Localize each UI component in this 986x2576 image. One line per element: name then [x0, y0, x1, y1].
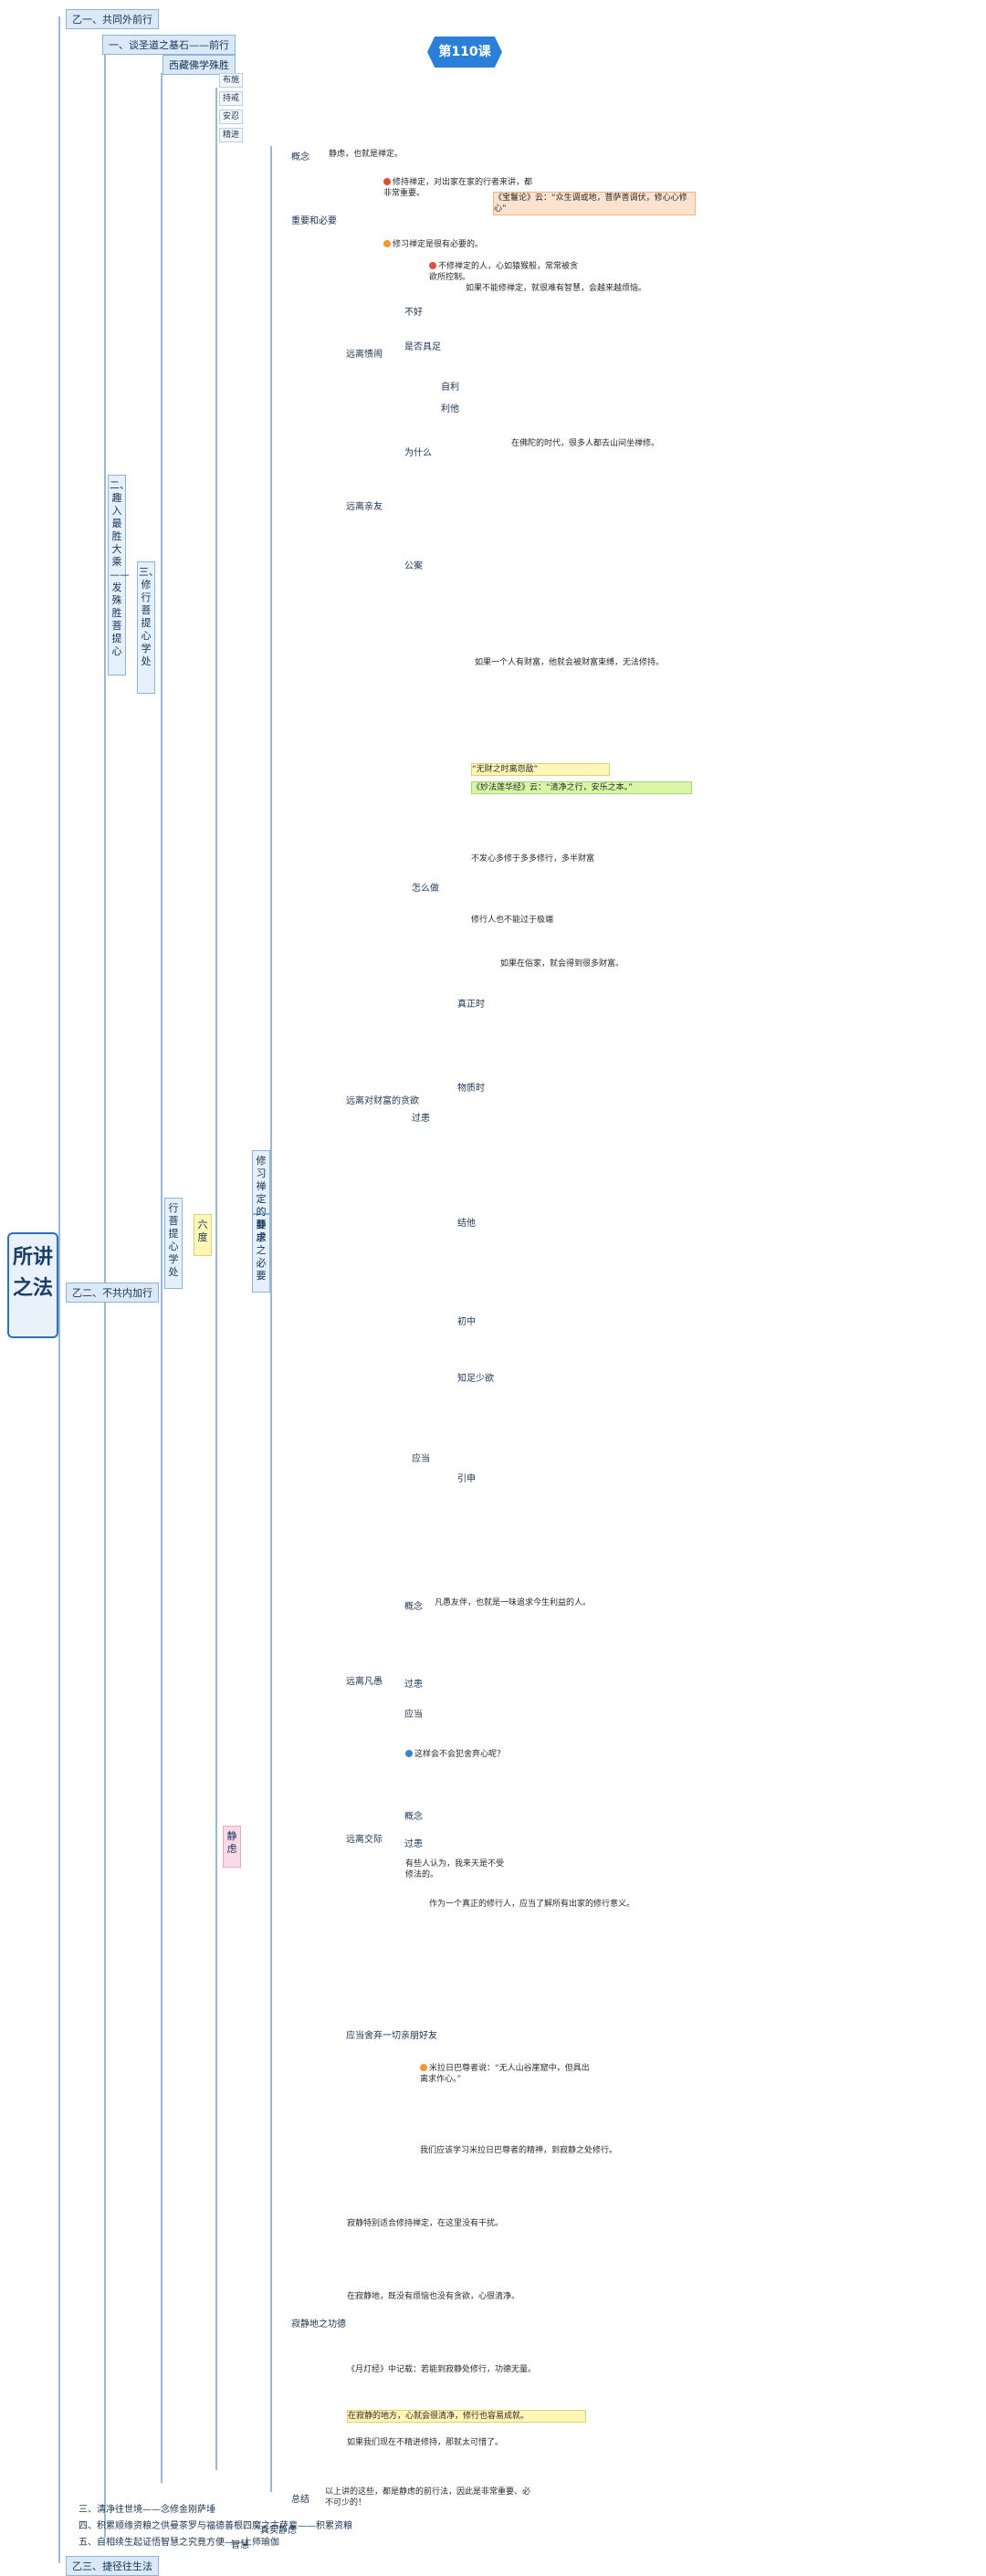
- note-38: 寂静特别适合修持禅定，在这里没有干扰。: [347, 2219, 504, 2228]
- item-giving[interactable]: 布施: [219, 73, 244, 88]
- note-24[interactable]: 引申: [457, 1474, 476, 1484]
- lesson-title: 第110课: [427, 37, 502, 68]
- branch-importance[interactable]: 重要和必要: [291, 216, 337, 226]
- note-2: 《宝鬘论》云：“众生调或地，菩萨善调伏，修心心修心”: [493, 192, 696, 215]
- note-28: 凡愚友伴，也就是一味追求今生利益的人。: [435, 1598, 592, 1607]
- item-discipline[interactable]: 持戒: [219, 91, 244, 106]
- spine-line-5: [270, 146, 272, 2492]
- red-dot-icon-2: [429, 262, 436, 269]
- note-41: 在寂静的地方，心就会很清净，修行也容易成就。: [347, 2410, 586, 2423]
- item-patience[interactable]: 安忍: [219, 110, 244, 124]
- branch-how[interactable]: 怎么做: [412, 884, 439, 894]
- note-10[interactable]: 为什么: [404, 448, 432, 458]
- note-31: 这样会不会犯舍弃心呢？: [405, 1749, 561, 1760]
- note-13: 如果一个人有财富，他就会被财富束缚，无法修持。: [475, 658, 665, 667]
- note-22: 如果在俗家，就会得到很多财富。: [500, 959, 624, 969]
- note-40: 《月灯经》中记载：若能到寂静处修行，功德无量。: [347, 2365, 537, 2374]
- note-5: 如果不能修禅定，就很难有智慧，会越来越烦恼。: [466, 284, 647, 293]
- branch-avoid-socializing[interactable]: 远离交际: [346, 1835, 383, 1845]
- note-16: 不发心多修于多多修行，多半财富: [471, 854, 595, 864]
- note-11[interactable]: 公案: [404, 561, 423, 571]
- section-foundation[interactable]: 一、谈圣道之基石——前行: [102, 35, 236, 55]
- section-tibet-buddhism[interactable]: 西藏佛学殊胜: [163, 55, 236, 75]
- red-dot-icon: [383, 178, 391, 185]
- vertical-meditation[interactable]: 静虑: [223, 1826, 241, 1868]
- spine-line-3: [161, 73, 163, 2483]
- note-37: 我们应该学习米拉日巴尊者的精神，到寂静之处修行。: [420, 2146, 618, 2155]
- note-8[interactable]: 自利: [441, 382, 459, 393]
- bottom-item-2[interactable]: 四、积累顺缘资粮之供曼茶罗与福德善根四魔之古萨辈——积累资粮: [79, 2521, 352, 2531]
- note-32[interactable]: 概念: [404, 1812, 423, 1822]
- vertical-bodhicitta[interactable]: 二、趣入最胜大乘——发殊胜菩提心: [108, 475, 130, 675]
- note-12: 在佛陀的时代，很多人都去山间坐禅修。: [511, 439, 660, 448]
- item-diligence[interactable]: 精进: [219, 128, 244, 142]
- vertical-bodhicitta-study[interactable]: 行菩提心学处: [164, 1198, 183, 1289]
- branch-concept[interactable]: 概念: [291, 152, 309, 162]
- note-20[interactable]: 物质时: [457, 1084, 485, 1094]
- note-25[interactable]: 初中: [457, 1317, 476, 1327]
- vertical-requirements[interactable]: 修习禅定的要求: [252, 1150, 270, 1243]
- branch-avoid-relatives[interactable]: 远离亲友: [346, 502, 383, 512]
- note-36: 米拉日巴尊者说：“无人山谷崖窟中，但具出离求作心。”: [420, 2064, 590, 2084]
- section-inner[interactable]: 乙二、不共内加行: [66, 1283, 159, 1303]
- branch-avoid-fools[interactable]: 远离凡愚: [346, 1677, 383, 1687]
- note-3: 修习禅定是很有必要的。: [383, 239, 539, 250]
- note-26[interactable]: 知足少欲: [457, 1374, 494, 1384]
- branch-wisdom[interactable]: 智慧: [231, 2540, 249, 2550]
- bottom-item-3[interactable]: 五、自相续生起证悟智慧之究竟方便——上师瑜伽: [79, 2538, 279, 2548]
- branch-avoid-noise[interactable]: 远离愦闹: [346, 350, 383, 360]
- vertical-six-paramitas[interactable]: 六度: [194, 1214, 212, 1256]
- note-39: 在寂静地，既没有烦恼也没有贪欲，心很清净。: [347, 2292, 520, 2301]
- note-33[interactable]: 过患: [404, 1839, 423, 1849]
- note-34: 有些人认为，我来天是不受修法的。: [405, 1859, 505, 1880]
- note-7[interactable]: 是否具足: [404, 342, 441, 352]
- note-30[interactable]: 应当: [404, 1710, 423, 1720]
- orange-dot-icon: [383, 240, 391, 247]
- note-17: 修行人也不能过于极端: [471, 916, 554, 925]
- note-27[interactable]: 概念: [404, 1602, 423, 1612]
- note-14: “无财之时离怨敌”: [471, 763, 610, 776]
- section-shortcut[interactable]: 乙三、捷径往生法: [66, 2556, 159, 2576]
- note-19[interactable]: 真正时: [457, 1000, 485, 1010]
- branch-summary[interactable]: 总结: [291, 2495, 309, 2505]
- root-node[interactable]: 所讲之法: [7, 1232, 58, 1338]
- note-9[interactable]: 利他: [441, 404, 459, 414]
- note-6[interactable]: 不好: [404, 308, 423, 318]
- branch-true-meditation[interactable]: 真实静虑: [260, 2526, 297, 2536]
- spine-line-4: [215, 88, 217, 2470]
- blue-dot-icon: [405, 1750, 413, 1757]
- branch-summary-text: 以上讲的这些，都是静虑的前行法，因此是非常重要、必不可少的！: [325, 2487, 531, 2508]
- note-1: 修持禅定，对出家在家的行者来讲，都非常重要。: [383, 178, 533, 198]
- bottom-item-1[interactable]: 三、清净往世境——念修金刚萨埵: [79, 2505, 215, 2515]
- note-42: 如果我们现在不精进修持，那就太可惜了。: [347, 2438, 504, 2447]
- section-common-preliminary[interactable]: 乙一、共同外前行: [66, 9, 159, 29]
- spine-line: [58, 16, 60, 2563]
- note-35: 作为一个真正的修行人，应当了解所有出家的修行意义。: [429, 1900, 635, 1909]
- branch-solitude-merits[interactable]: 寂静地之功德: [291, 2319, 346, 2330]
- orange-dot-icon-2: [420, 2064, 427, 2071]
- note-21[interactable]: 结他: [457, 1219, 476, 1229]
- branch-concept-text: 静虑，也就是禅定。: [329, 150, 404, 159]
- branch-abandon-friends[interactable]: 应当舍弃一切亲朋好友: [346, 2031, 437, 2041]
- note-18[interactable]: 过患: [412, 1114, 430, 1124]
- vertical-practice[interactable]: 三、修行菩提心学处: [137, 561, 159, 694]
- note-29[interactable]: 过患: [404, 1680, 423, 1690]
- branch-avoid-wealth[interactable]: 远离对财富的贪欲: [346, 1096, 419, 1106]
- note-15: 《妙法莲华经》云：“清净之行，安乐之本。”: [471, 781, 692, 794]
- note-23[interactable]: 应当: [412, 1454, 430, 1464]
- note-4: 不修禅定的人，心如猿猴般，常常被贪欲所控制。: [429, 262, 579, 282]
